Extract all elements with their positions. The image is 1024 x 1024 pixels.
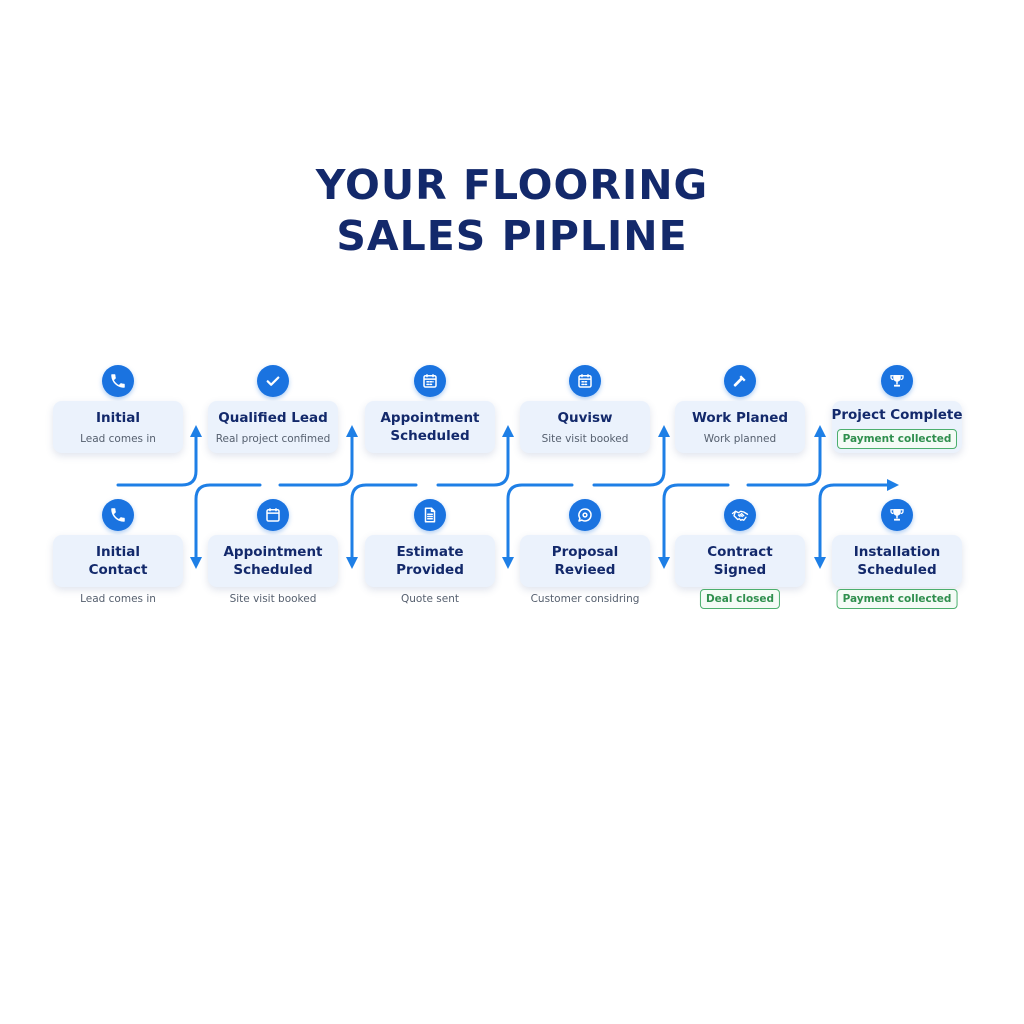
stage-name: Project Complete [831, 406, 963, 423]
checkmark-icon [257, 365, 289, 397]
diagram-title: YOUR FLOORING SALES PIPLINE [0, 160, 1024, 262]
calendar-icon [257, 499, 289, 531]
stage-subtitle: Lead comes in [80, 593, 156, 605]
stage-card: Installation Scheduled [832, 535, 962, 587]
stage-name: Work Planed [691, 409, 789, 426]
stage-subtitle: Quote sent [401, 593, 459, 605]
stage-card: Quvisw Site visit booked [520, 401, 650, 453]
chat-icon [569, 499, 601, 531]
stage-subtitle: Customer considring [530, 593, 640, 605]
stage-card: Estimate Provided [365, 535, 495, 587]
calendar-icon [414, 365, 446, 397]
stage-card: Appointment Scheduled [208, 535, 338, 587]
handshake-icon [724, 499, 756, 531]
hammer-icon [724, 365, 756, 397]
stage-name: Qualified Lead [218, 409, 328, 426]
stage-name: Proposal Revieed [551, 544, 619, 578]
stage-name: Appointment Scheduled [380, 410, 480, 444]
stage-card: Qualified Lead Real project confimed [208, 401, 338, 453]
calendar-icon [569, 365, 601, 397]
stage-name: Estimate Provided [396, 544, 464, 578]
stage-card: Initial Lead comes in [53, 401, 183, 453]
title-line-2: SALES PIPLINE [336, 212, 688, 260]
stage-subtitle: Real project confimed [215, 432, 331, 445]
stage-card: Initial Contact [53, 535, 183, 587]
stage-card: Proposal Revieed [520, 535, 650, 587]
stage-subtitle: Site visit booked [541, 432, 629, 445]
stage-subtitle: Lead comes in [80, 432, 156, 445]
stage-name: Contract Signed [707, 544, 773, 578]
stage-name: Initial [95, 409, 141, 426]
status-badge: Payment collected [836, 589, 958, 609]
status-badge: Payment collected [836, 428, 958, 449]
stage-name: Initial Contact [88, 544, 148, 578]
phone-icon [102, 365, 134, 397]
stage-card: Project Complete Payment collected [831, 401, 963, 453]
stage-card: Work Planed Work planned [675, 401, 805, 453]
phone-icon [102, 499, 134, 531]
stage-name: Quvisw [557, 409, 613, 426]
stage-card: Appointment Scheduled [365, 401, 495, 453]
stage-name: Appointment Scheduled [223, 544, 323, 578]
stage-subtitle: Work planned [703, 432, 777, 445]
status-badge: Deal closed [699, 589, 781, 609]
trophy-icon [881, 499, 913, 531]
stage-name: Installation Scheduled [853, 544, 941, 578]
stage-subtitle: Site visit booked [229, 593, 317, 605]
document-icon [414, 499, 446, 531]
title-line-1: YOUR FLOORING [315, 161, 709, 209]
stage-card: Contract Signed [675, 535, 805, 587]
trophy-icon [881, 365, 913, 397]
